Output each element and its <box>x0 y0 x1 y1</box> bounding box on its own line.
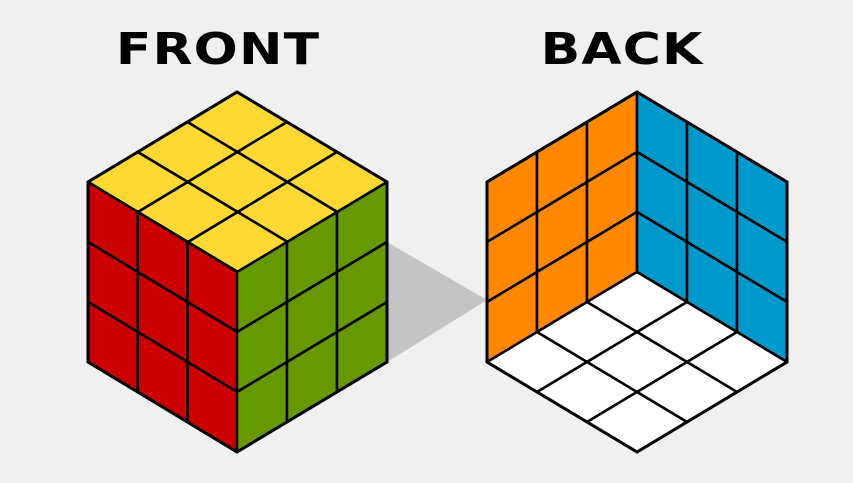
front-cube <box>86 90 389 454</box>
back-label: BACK <box>540 24 704 75</box>
back-cube <box>485 90 789 454</box>
front-label: FRONT <box>115 24 321 75</box>
back-cube-outline <box>485 90 789 454</box>
connector-shadow <box>387 242 487 362</box>
front-cube-outline <box>86 90 389 454</box>
